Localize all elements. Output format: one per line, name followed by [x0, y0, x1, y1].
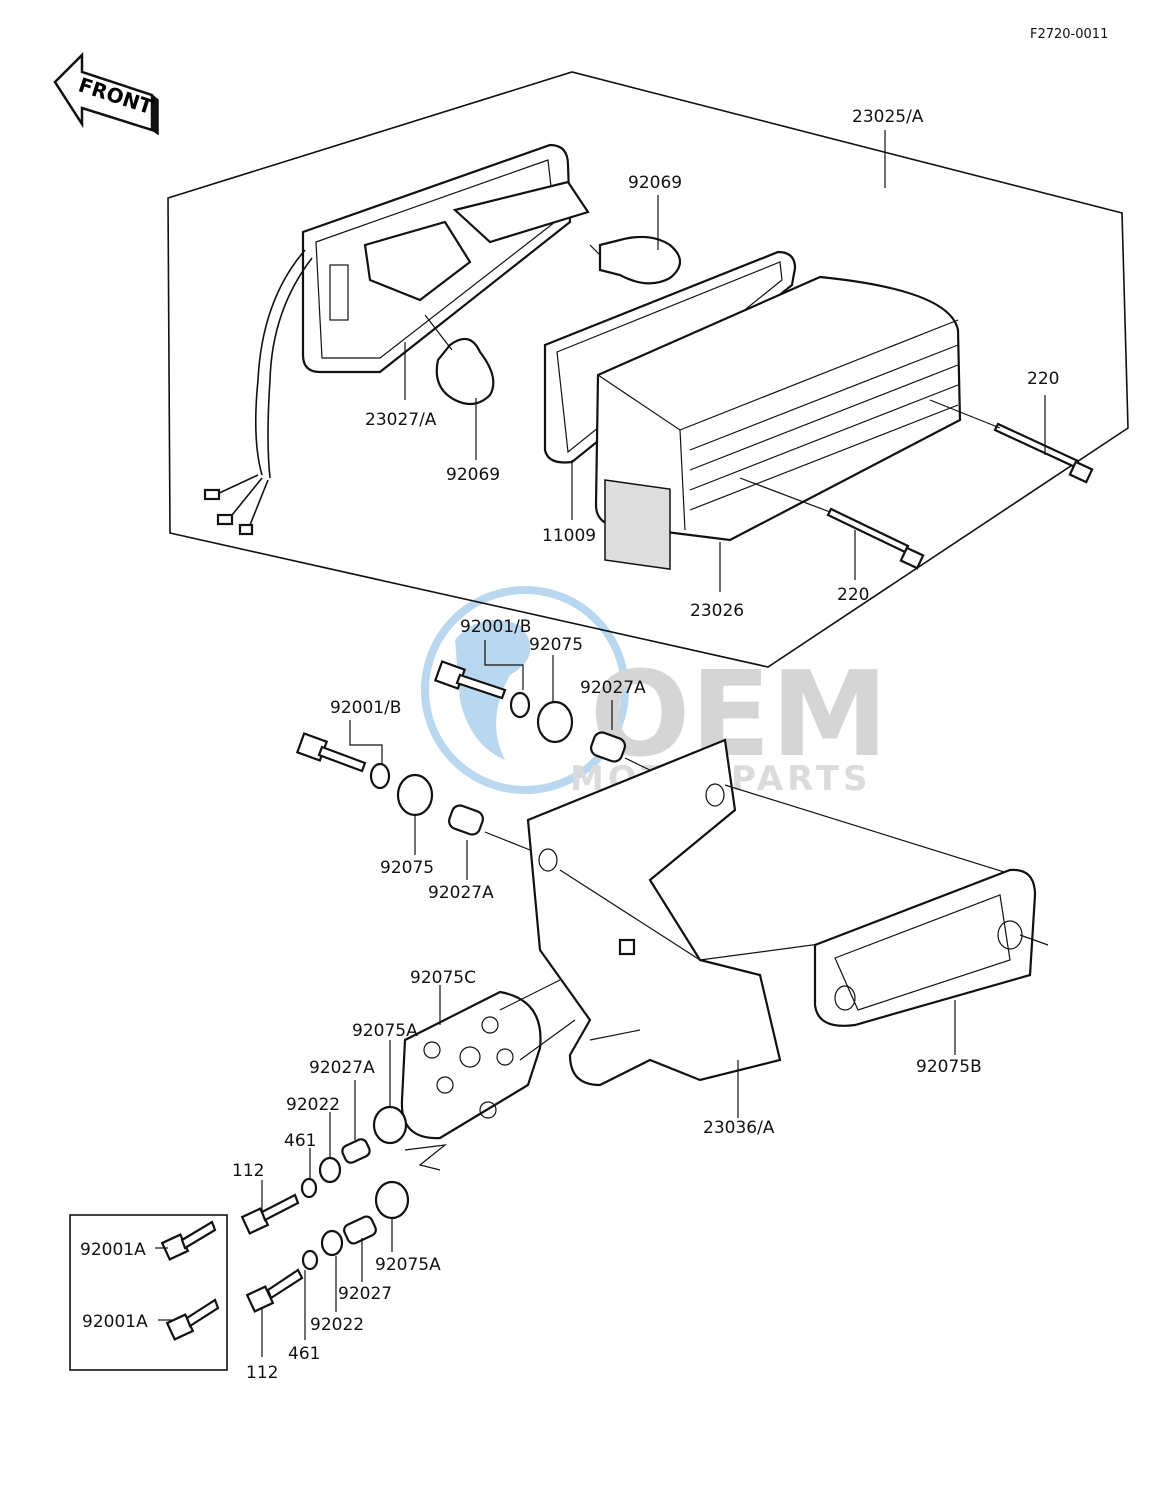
grommet-a-bottom	[374, 1180, 410, 1220]
collar-b	[343, 1215, 377, 1245]
label-washer-22-bottom: 92022	[310, 1315, 364, 1335]
label-bracket: 23036/A	[703, 1118, 775, 1138]
rubber-pad	[813, 868, 1037, 1027]
grommet-left	[396, 773, 434, 817]
screw-right	[993, 422, 1094, 484]
label-bolt-112-bottom: 112	[246, 1363, 278, 1383]
nut-461-bottom	[301, 1249, 319, 1271]
label-inset-bolt-2: 92001A	[82, 1312, 148, 1332]
label-damper-plate: 92075C	[410, 968, 476, 988]
label-bolt-washer-top: 92001/B	[460, 617, 531, 637]
label-screw-right: 220	[1027, 369, 1059, 389]
watermark-brand: OEM	[590, 645, 888, 783]
inset-bolt-1	[160, 1220, 217, 1261]
inset-bolt-2	[165, 1298, 220, 1341]
grommet-top	[536, 700, 574, 744]
label-pad-b: 92075B	[916, 1057, 982, 1077]
lens-cover	[594, 275, 962, 571]
label-collar-left: 92027A	[428, 883, 494, 903]
label-assy: 23025/A	[852, 107, 924, 127]
leader-lines	[155, 130, 1046, 1357]
label-collar-a: 92027A	[309, 1058, 375, 1078]
inset-box	[69, 1214, 228, 1371]
label-grommet-a-top: 92075A	[352, 1021, 418, 1041]
collar-a	[341, 1138, 371, 1164]
label-grommet-a-bottom: 92075A	[375, 1255, 441, 1275]
label-nut-461-top: 461	[284, 1131, 316, 1151]
bolt-112-bottom	[245, 1268, 304, 1313]
label-collar-b: 92027	[338, 1284, 392, 1304]
bolt-top	[433, 660, 507, 700]
label-collar-top: 92027A	[580, 678, 646, 698]
label-grommet-top: 92075	[529, 635, 583, 655]
label-bolt-112-top: 112	[232, 1161, 264, 1181]
label-screw-bottom: 220	[837, 585, 869, 605]
bulb-top	[589, 235, 682, 285]
label-bolt-washer-left: 92001/B	[330, 698, 401, 718]
label-grommet-left: 92075	[380, 858, 434, 878]
washer-22-bottom	[320, 1229, 344, 1257]
damper-plate	[400, 990, 542, 1140]
label-bulb-bottom: 92069	[446, 465, 500, 485]
collar-left	[448, 804, 484, 836]
washer-top	[509, 691, 531, 719]
bolt-112-top	[240, 1193, 300, 1235]
wiring-harness	[203, 249, 313, 536]
figure-code: F2720-0011	[1030, 27, 1108, 42]
nut-461-top	[300, 1177, 318, 1199]
label-bulb-top: 92069	[628, 173, 682, 193]
label-lens: 23026	[690, 601, 744, 621]
assembly-boundary	[167, 71, 1129, 668]
grommet-a-top	[372, 1105, 408, 1145]
washer-22-top	[318, 1156, 342, 1184]
front-arrow: FRONT	[53, 51, 159, 136]
bulb-bottom	[424, 314, 495, 406]
tail-light-base	[301, 143, 590, 374]
label-washer-22-top: 92022	[286, 1095, 340, 1115]
label-nut-461-bottom: 461	[288, 1344, 320, 1364]
screw-bottom	[826, 507, 925, 570]
label-inset-bolt-1: 92001A	[80, 1240, 146, 1260]
label-gasket: 11009	[542, 526, 596, 546]
bolt-left	[295, 732, 367, 773]
washer-left	[369, 762, 391, 790]
label-base: 23027/A	[365, 410, 437, 430]
watermark-logo: OEM MOTORPARTS	[421, 586, 888, 799]
collar-top	[590, 731, 626, 763]
